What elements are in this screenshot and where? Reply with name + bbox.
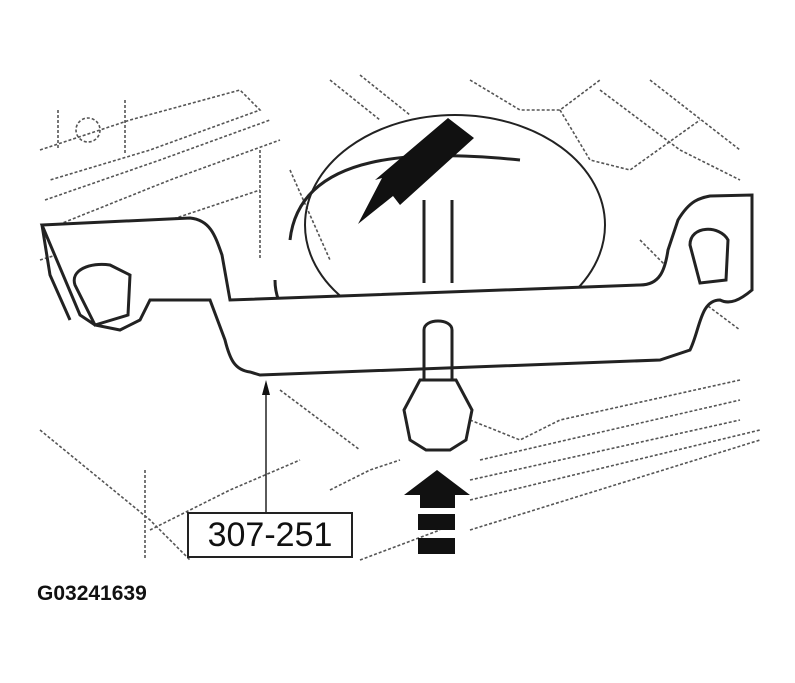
tool-number-label: 307-251 <box>187 512 353 558</box>
figure-id: G03241639 <box>37 582 147 605</box>
tool-number-text: 307-251 <box>207 515 333 554</box>
